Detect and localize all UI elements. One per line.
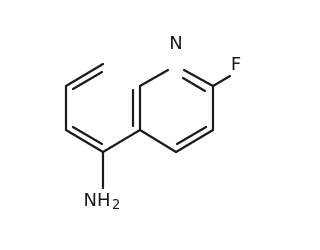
bond-c7-c6 [64, 128, 105, 154]
bond-c8a-c8-inner [71, 70, 104, 91]
bond-c8a-n1 [138, 68, 170, 88]
bond-n1-c2 [182, 68, 215, 88]
bond-c3-c4-inner [175, 125, 208, 146]
amine-group-label: NH [84, 190, 111, 211]
bond-n1-c2-inner [181, 76, 207, 93]
amine-subscript-label: 2 [112, 198, 120, 213]
benzene-ring [64, 62, 142, 154]
bond-c4-c4a [138, 128, 178, 154]
fluorine-atom-label: F [231, 54, 241, 75]
bond-c3-c4 [174, 128, 215, 154]
quinoline-structure-diagram: N F NH 2 [64, 33, 241, 213]
bond-c6-c5 [101, 128, 142, 154]
bond-c8a-c8 [64, 62, 105, 88]
bond-c7-c6-inner [71, 125, 104, 146]
bond-c2-f [211, 74, 232, 88]
pyridine-ring [138, 68, 215, 154]
nitrogen-atom-label: N [169, 33, 182, 54]
